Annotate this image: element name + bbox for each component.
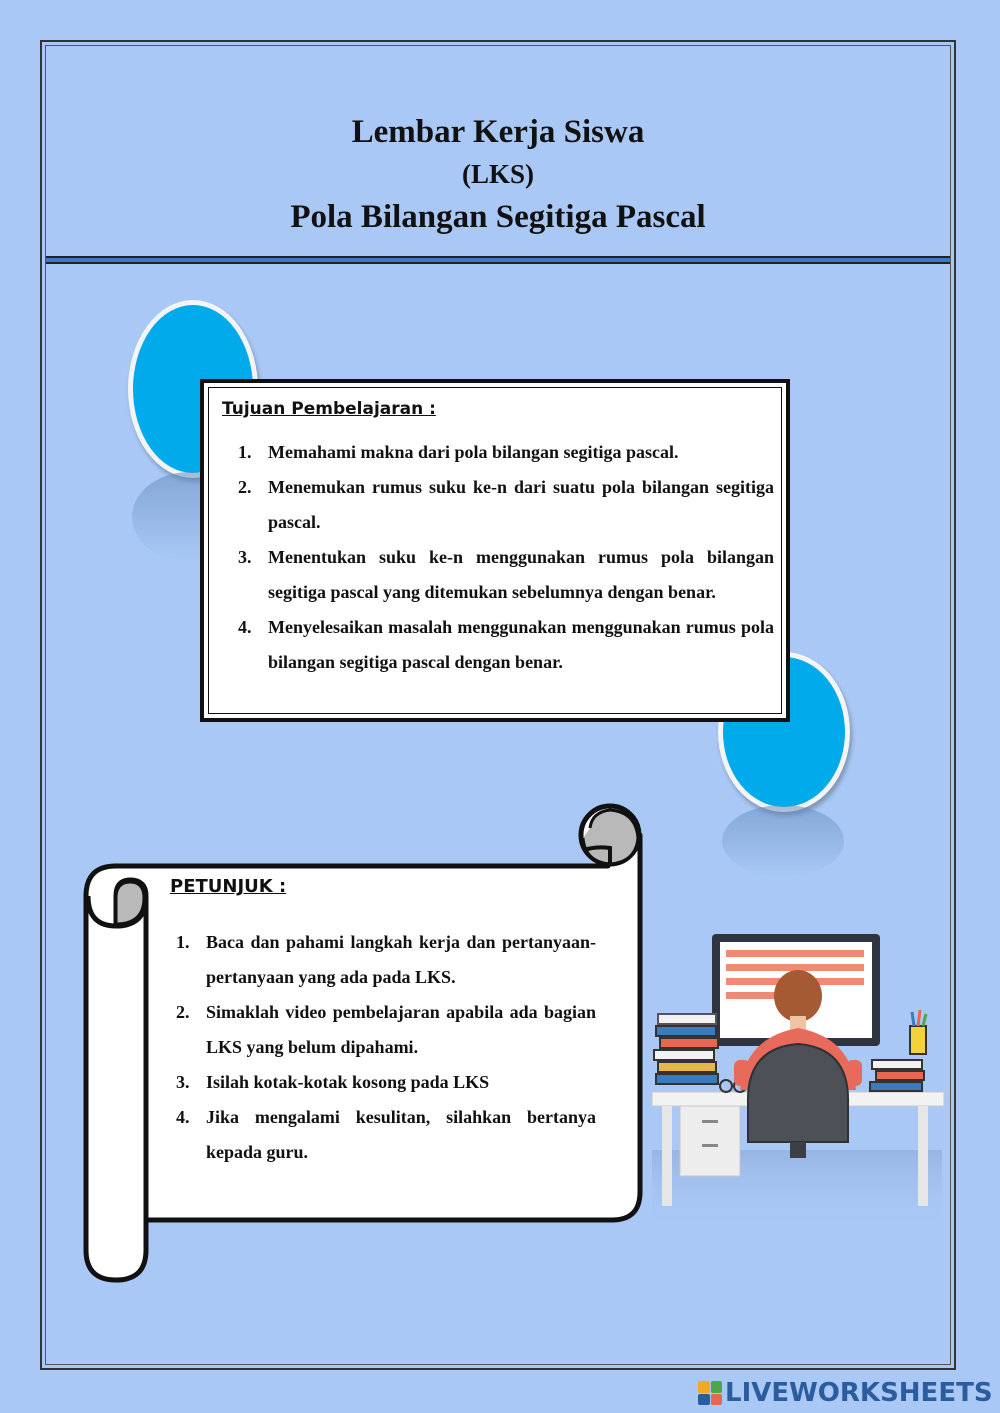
watermark-text: LIVEWORKSHEETS [725,1378,993,1408]
header-subtitle: Pola Bilangan Segitiga Pascal [290,199,706,235]
list-text: Jika mengalami kesulitan, silahkan berta… [206,1107,596,1162]
list-item: 3. Menentukan suku ke-n menggunakan rumus… [238,540,774,610]
liveworksheets-watermark: LIVEWORKSHEETS [698,1378,993,1408]
list-number: 2. [176,1002,190,1022]
header-abbreviation: (LKS) [461,159,534,189]
list-text: Menemukan rumus suku ke-n dari suatu pol… [268,477,774,532]
list-item: 2. Menemukan rumus suku ke-n dari suatu p… [238,470,774,540]
header-title: Lembar Kerja Siswa [351,114,645,150]
list-number: 2. [238,477,252,497]
list-item: 4. Jika mengalami kesulitan, silahkan ber… [176,1100,596,1170]
learning-goals-box: Tujuan Pembelajaran : 1. Memahami makna d… [200,379,790,722]
learning-goals-title: Tujuan Pembelajaran : [222,399,436,419]
list-text: Simaklah video pembelajaran apabila ada … [206,1002,596,1057]
instructions-list: 1. Baca dan pahami langkah kerja dan pert… [176,925,596,1170]
list-item: 1. Memahami makna dari pola bilangan segi… [238,435,774,470]
list-text: Isilah kotak-kotak kosong pada LKS [206,1072,490,1092]
page-border-inner [45,45,951,1365]
list-number: 4. [238,617,252,637]
page-border-outer [40,40,956,1370]
list-item: 3. Isilah kotak-kotak kosong pada LKS [176,1065,596,1100]
list-number: 1. [238,442,252,462]
list-text: Menentukan suku ke-n menggunakan rumus p… [268,547,774,602]
student-at-computer-illustration [651,934,945,1230]
header-divider [46,256,950,264]
learning-goals-list: 1. Memahami makna dari pola bilangan segi… [238,435,774,680]
liveworksheets-logo-icon [698,1381,722,1405]
decorative-circle-reflection-right [722,805,844,877]
list-item: 4. Menyelesaikan masalah menggunakan meng… [238,610,774,680]
list-item: 1. Baca dan pahami langkah kerja dan pert… [176,925,596,995]
list-number: 1. [176,932,190,952]
list-number: 3. [176,1072,190,1092]
instructions-title: PETUNJUK : [170,876,287,897]
list-text: Menyelesaikan masalah menggunakan menggu… [268,617,774,672]
list-text: Memahami makna dari pola bilangan segiti… [268,442,679,462]
list-text: Baca dan pahami langkah kerja dan pertan… [206,932,596,987]
worksheet-header: Lembar Kerja Siswa (LKS) Pola Bilangan S… [46,110,950,240]
list-item: 2. Simaklah video pembelajaran apabila ad… [176,995,596,1065]
list-number: 3. [238,547,252,567]
list-number: 4. [176,1107,190,1127]
